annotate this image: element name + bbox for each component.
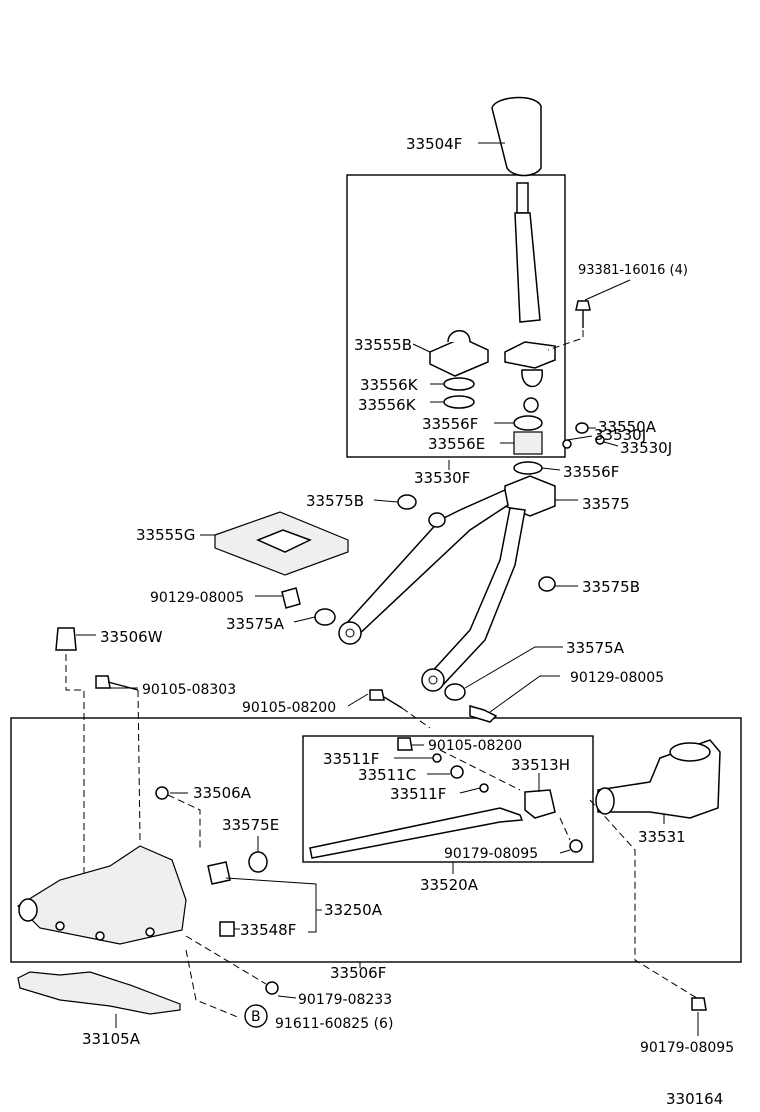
label-bolt-90129-1: 90129-08005 <box>150 590 244 606</box>
diagram-id: 330164 <box>666 1090 723 1108</box>
label-pin-33511F-2: 33511F <box>390 785 446 803</box>
bushing-33575A-lower <box>444 683 466 701</box>
pin-33511F-upper <box>432 753 442 763</box>
boot-33555B <box>429 337 489 377</box>
washer-33556F-upper <box>513 415 543 431</box>
label-bushing-33575E: 33575E <box>222 816 279 834</box>
label-part-33548F: 33548F <box>240 921 296 939</box>
circle-b-marker <box>244 1004 268 1028</box>
lever-rod <box>514 212 541 323</box>
bolt-93381-icon <box>575 300 591 311</box>
label-bolt-91611: 91611-60825 (6) <box>275 1016 393 1032</box>
bushing-33575B-upper <box>397 494 417 510</box>
nut-90179-08095-outer-icon <box>691 997 707 1011</box>
lever-ball <box>521 369 543 388</box>
pin-33511C <box>450 765 464 779</box>
ring-33556K-lower <box>443 395 475 409</box>
label-ring-33556K-2: 33556K <box>358 396 417 414</box>
label-lever-33513H: 33513H <box>511 756 570 774</box>
bushing-33575A-upper <box>314 608 336 626</box>
label-bolt-90105-08303: 90105-08303 <box>142 682 236 698</box>
bolt-90105-08200-outer-icon <box>369 689 385 701</box>
label-boot-33555B: 33555B <box>354 336 412 354</box>
label-part-33550A: 33550A <box>598 418 657 436</box>
part-33506A-icon <box>155 786 169 800</box>
label-nut-90179-08095-1: 90179-08095 <box>444 846 538 862</box>
label-part-33506A: 33506A <box>193 784 252 802</box>
label-lever-assy: 33530F <box>414 469 470 487</box>
label-part-33556F-2: 33556F <box>563 463 619 481</box>
assy-33250A-part <box>207 861 231 885</box>
label-knob: 33504F <box>406 135 462 153</box>
washer-33556F-lower <box>513 461 543 475</box>
bushing-33556E <box>513 431 543 455</box>
label-pin-33511F-1: 33511F <box>323 750 379 768</box>
label-bushing-33575A-2: 33575A <box>566 639 625 657</box>
shift-knob <box>491 96 542 177</box>
label-gasket-33105A: 33105A <box>82 1030 141 1048</box>
label-ring-33556K-1: 33556K <box>360 376 419 394</box>
label-seat-33530J-1: 33530J <box>594 426 646 444</box>
label-bushing-33575A-1: 33575A <box>226 615 285 633</box>
seat-33530J-lower <box>595 435 605 445</box>
bushing-33575E <box>248 851 268 873</box>
label-cover-33555G: 33555G <box>136 526 195 544</box>
label-part-33556F-1: 33556F <box>422 415 478 433</box>
label-nut-90179-08233: 90179-08233 <box>298 992 392 1008</box>
label-housing-33531: 33531 <box>638 828 686 846</box>
label-bushing-33575B-2: 33575B <box>582 578 640 596</box>
label-circle-letter: B <box>251 1009 261 1025</box>
label-bushing-33556E: 33556E <box>428 435 485 453</box>
label-bolt-90129-2: 90129-08005 <box>570 670 664 686</box>
part-33548F-icon <box>219 921 235 937</box>
pin-33511F-lower <box>479 783 489 793</box>
lever-base-plate <box>504 341 556 369</box>
label-shaft-33520A: 33520A <box>420 876 479 894</box>
label-nut-90179-08095-2: 90179-08095 <box>640 1040 734 1056</box>
label-bolt-90105-08200-2: 90105-08200 <box>428 738 522 754</box>
label-plug-33506W: 33506W <box>100 628 163 646</box>
bolt-90129-lower-icon <box>469 705 498 723</box>
seat-33530J-upper <box>562 439 572 449</box>
label-bushing-33575B-1: 33575B <box>306 492 364 510</box>
housing-33506F <box>17 845 187 945</box>
lower-housing-frame <box>10 717 742 963</box>
shaft-33520A <box>309 807 524 859</box>
gasket-33105A <box>17 971 181 1015</box>
label-retainer-33575: 33575 <box>582 495 630 513</box>
lever-33513H <box>524 789 556 819</box>
nut-90179-08233-icon <box>265 981 279 995</box>
label-bolt-93381: 93381-16016 (4) <box>578 263 688 278</box>
lever-rod-thread <box>516 182 529 214</box>
bolt-90129-upper-icon <box>281 587 301 609</box>
label-seat-33530J-2: 33530J <box>620 439 672 457</box>
label-bolt-90105-08200-1: 90105-08200 <box>242 700 336 716</box>
ring-33556K-upper <box>443 377 475 391</box>
shaft-subassy-frame <box>302 735 594 863</box>
bolt-90105-08200-inner-icon <box>397 737 413 751</box>
label-pin-33511C: 33511C <box>358 766 416 784</box>
plug-33506W <box>55 627 77 651</box>
label-housing-33506F: 33506F <box>330 964 386 982</box>
bushing-33575B-lower <box>538 576 556 592</box>
bolt-90105-08303-icon <box>95 675 111 689</box>
upper-lever-frame <box>346 174 566 458</box>
label-assy-33250A: 33250A <box>324 901 383 919</box>
pin-33550A <box>575 422 589 434</box>
